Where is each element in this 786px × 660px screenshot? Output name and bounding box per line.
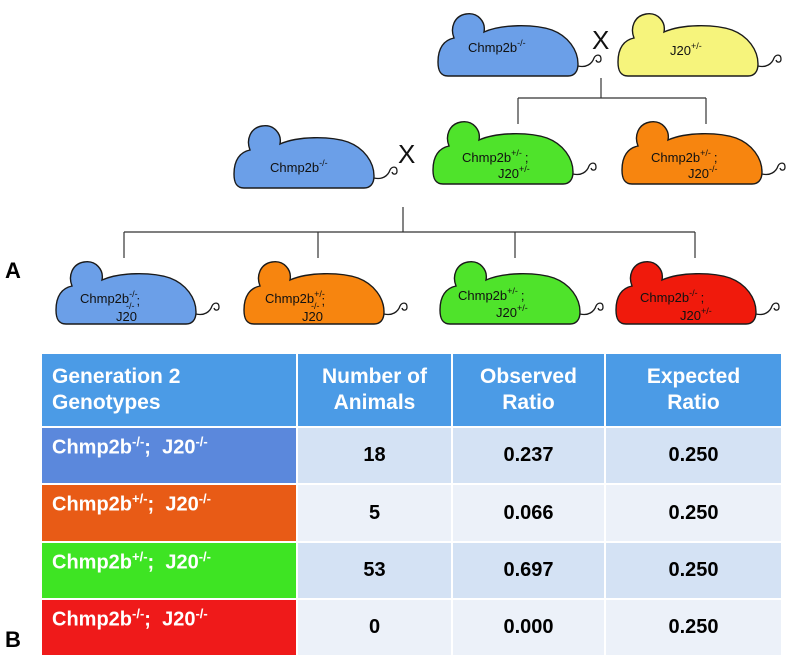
- mouse-gen2-1-line2: J20: [116, 309, 137, 324]
- mouse-gen2-4-line1: Chmp2b-/-;: [640, 288, 704, 305]
- mouse-gen2-4: Chmp2b-/-; J20+/-: [615, 261, 780, 325]
- table-row: Chmp2b+/-; J20-/- 53 0.697 0.250: [40, 540, 783, 600]
- mouse-gen1-orange: Chmp2b+/-; J20-/-: [621, 121, 786, 185]
- mouse-gen2-2-line2: J20: [302, 309, 323, 324]
- table-row: Chmp2b-/-; J20-/- 18 0.237 0.250: [40, 426, 783, 486]
- mouse-gen2-3-line2: J20+/-: [496, 303, 528, 320]
- genotype-cell: Chmp2b-/-; J20-/-: [40, 426, 298, 486]
- genotype-cell: Chmp2b-/-; J20-/-: [40, 597, 298, 658]
- mouse-gen1-chmp2b-parent: Chmp2b-/-: [233, 125, 398, 189]
- genotype-cell: Chmp2b+/-; J20-/-: [40, 540, 298, 600]
- mouse-gen1-orange-line2: J20-/-: [688, 164, 717, 181]
- mouse-gen1-orange-line1: Chmp2b+/-;: [651, 148, 718, 165]
- observed-cell: 0.066: [451, 483, 606, 543]
- observed-cell: 0.237: [451, 426, 606, 486]
- mouse-gen2-2: Chmp2b+/--/-; J20: [243, 261, 408, 325]
- expected-cell: 0.250: [604, 597, 783, 658]
- cross-symbol-gen1: X: [398, 139, 415, 169]
- mouse-gen2-1-line1: Chmp2b-/--/-;: [80, 289, 140, 311]
- panel-label-b: B: [5, 627, 21, 652]
- mouse-gen0-chmp2b-label: Chmp2b-/-: [468, 38, 526, 55]
- table-row: Chmp2b+/-; J20-/- 5 0.066 0.250: [40, 483, 783, 543]
- number-cell: 5: [296, 483, 453, 543]
- number-cell: 18: [296, 426, 453, 486]
- genotype-cell: Chmp2b+/-; J20-/-: [40, 483, 298, 543]
- number-cell: 53: [296, 540, 453, 600]
- observed-cell: 0.697: [451, 540, 606, 600]
- mouse-gen0-j20: J20+/-: [617, 13, 782, 77]
- mouse-gen0-chmp2b: Chmp2b-/-: [437, 13, 602, 77]
- mouse-gen0-j20-label: J20+/-: [670, 41, 702, 58]
- mouse-gen1-parent-label: Chmp2b-/-: [270, 158, 328, 175]
- mouse-gen2-4-line2: J20+/-: [680, 306, 712, 323]
- expected-cell: 0.250: [604, 540, 783, 600]
- mouse-gen1-green-line1: Chmp2b+/-;: [462, 148, 529, 165]
- mouse-gen2-3: Chmp2b+/-; J20+/-: [439, 261, 604, 325]
- mouse-gen1-green-line2: J20+/-: [498, 164, 530, 181]
- mouse-gen2-2-line1: Chmp2b+/--/-;: [265, 289, 325, 311]
- expected-cell: 0.250: [604, 426, 783, 486]
- mouse-gen1-green: Chmp2b+/-; J20+/-: [432, 121, 597, 185]
- panel-label-a: A: [5, 258, 21, 283]
- observed-cell: 0.000: [451, 597, 606, 658]
- cross-symbol-gen0: X: [592, 25, 609, 55]
- pedigree-lines: [123, 78, 707, 258]
- mouse-gen1-parent-shape: [233, 125, 398, 189]
- expected-cell: 0.250: [604, 483, 783, 543]
- mouse-gen2-1: Chmp2b-/--/-; J20: [55, 261, 220, 325]
- breeding-cross-diagram: Chmp2b-/- X J20+/- Chmp2b-/- X Chmp2b+/-…: [55, 13, 786, 325]
- table-row: Chmp2b-/-; J20-/- 0 0.000 0.250: [40, 597, 783, 658]
- number-cell: 0: [296, 597, 453, 658]
- mouse-gen2-3-line1: Chmp2b+/-;: [458, 286, 525, 303]
